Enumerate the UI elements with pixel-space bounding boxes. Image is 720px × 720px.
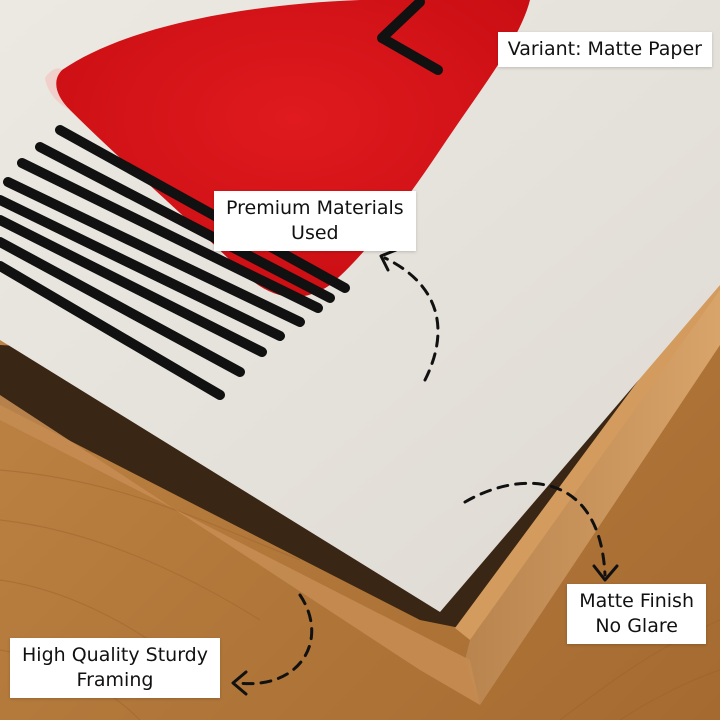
premium-materials-line-1: Premium Materials bbox=[226, 197, 404, 219]
dashed-curved-arrow-icon bbox=[236, 593, 314, 686]
arrowhead-framing bbox=[231, 670, 248, 696]
wood-frame-bottom-edge bbox=[0, 395, 480, 705]
dashed-arrow-matte bbox=[463, 481, 607, 577]
sturdy-framing-label: High Quality Sturdy Framing bbox=[10, 638, 220, 698]
arrowhead-materials bbox=[379, 248, 398, 272]
dashed-curved-arrow-icon bbox=[463, 481, 607, 577]
wood-frame-top bbox=[455, 270, 720, 640]
matte-finish-line-1: Matte Finish bbox=[579, 590, 694, 612]
variant-label: Variant: Matte Paper bbox=[497, 32, 712, 67]
sturdy-framing-line-1: High Quality Sturdy bbox=[22, 644, 208, 666]
matte-finish-line-2: No Glare bbox=[595, 615, 678, 637]
matte-finish-label: Matte Finish No Glare bbox=[567, 584, 706, 644]
wood-frame-edge bbox=[465, 285, 720, 705]
variant-label-text: Variant: Matte Paper bbox=[507, 38, 702, 60]
dashed-arrow-materials bbox=[383, 256, 440, 382]
premium-materials-line-2: Used bbox=[291, 222, 339, 244]
red-triangle-edge bbox=[45, 68, 70, 110]
black-stripes bbox=[0, 125, 350, 400]
black-angle-mark bbox=[377, 0, 443, 75]
sturdy-framing-line-2: Framing bbox=[76, 669, 154, 691]
red-triangle-shape bbox=[56, 0, 530, 297]
dashed-curved-arrow-icon bbox=[383, 256, 440, 382]
arrowhead-matte bbox=[592, 564, 619, 582]
dashed-arrow-framing bbox=[236, 593, 314, 686]
premium-materials-label: Premium Materials Used bbox=[214, 191, 416, 251]
